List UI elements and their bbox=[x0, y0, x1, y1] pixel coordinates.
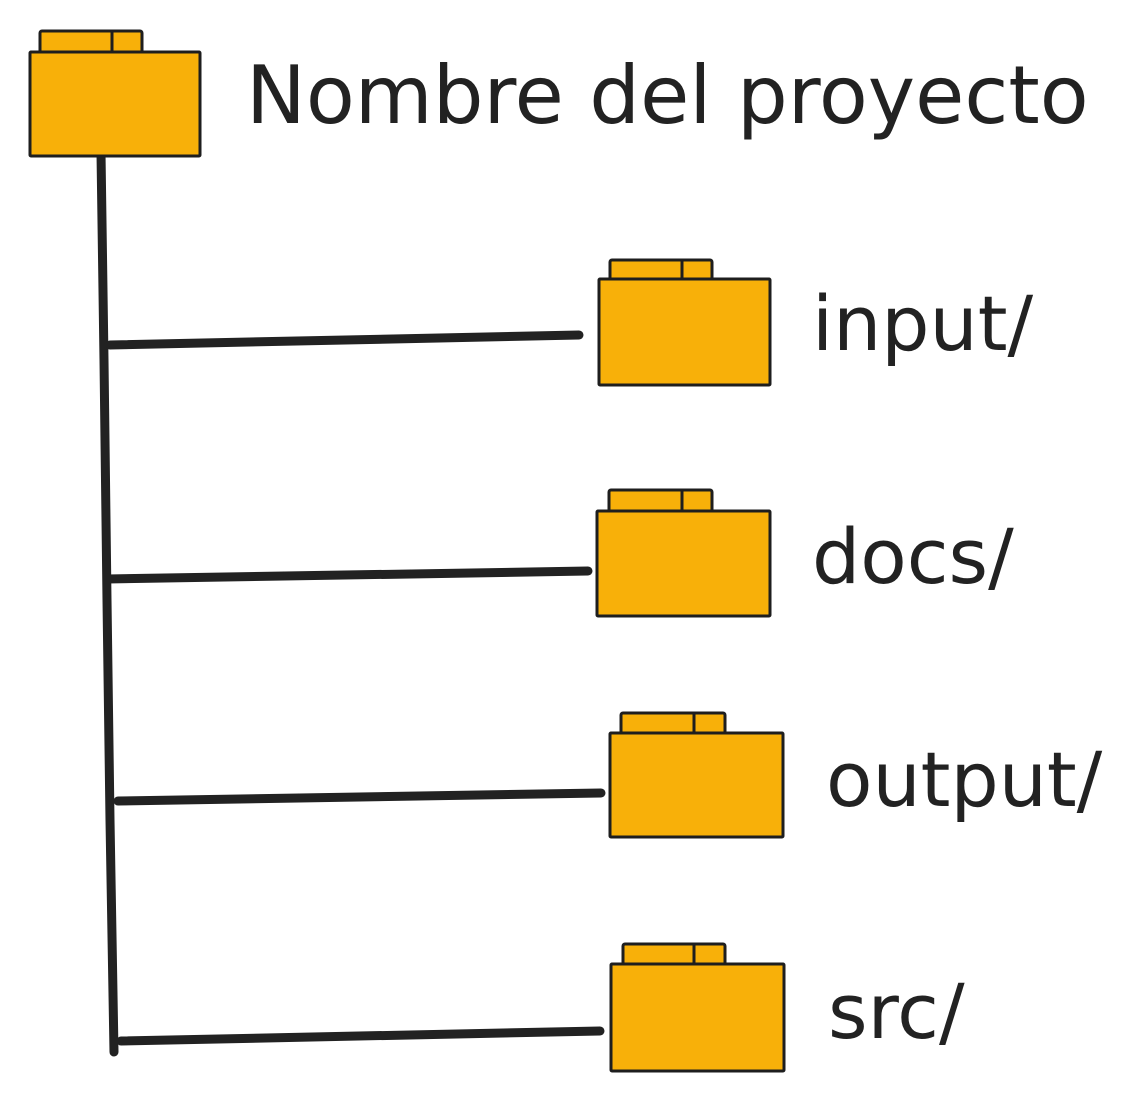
folder-icon bbox=[609, 942, 786, 1073]
folder-icon bbox=[595, 488, 772, 618]
branch-line-input bbox=[105, 330, 584, 350]
child-folder-label-output: output/ bbox=[826, 735, 1103, 824]
folder-icon bbox=[28, 29, 202, 158]
child-folder-node-src[interactable]: src/ bbox=[609, 942, 965, 1073]
branch-line-output bbox=[113, 788, 606, 806]
root-folder-node[interactable]: Nombre del proyecto bbox=[28, 29, 1089, 158]
root-folder-label: Nombre del proyecto bbox=[246, 49, 1089, 142]
child-folder-node-output[interactable]: output/ bbox=[608, 711, 1103, 839]
child-folder-label-src: src/ bbox=[828, 967, 965, 1056]
child-folder-label-input: input/ bbox=[812, 279, 1033, 368]
child-folder-label-docs: docs/ bbox=[812, 512, 1014, 601]
branch-line-src bbox=[116, 1026, 605, 1046]
folder-icon bbox=[608, 711, 785, 839]
folder-icon bbox=[597, 258, 772, 387]
tree-connectors bbox=[96, 148, 606, 1057]
branch-line-docs bbox=[102, 566, 593, 584]
tree-trunk-line bbox=[96, 148, 119, 1057]
child-folder-node-input[interactable]: input/ bbox=[597, 258, 1033, 387]
child-folder-node-docs[interactable]: docs/ bbox=[595, 488, 1014, 618]
